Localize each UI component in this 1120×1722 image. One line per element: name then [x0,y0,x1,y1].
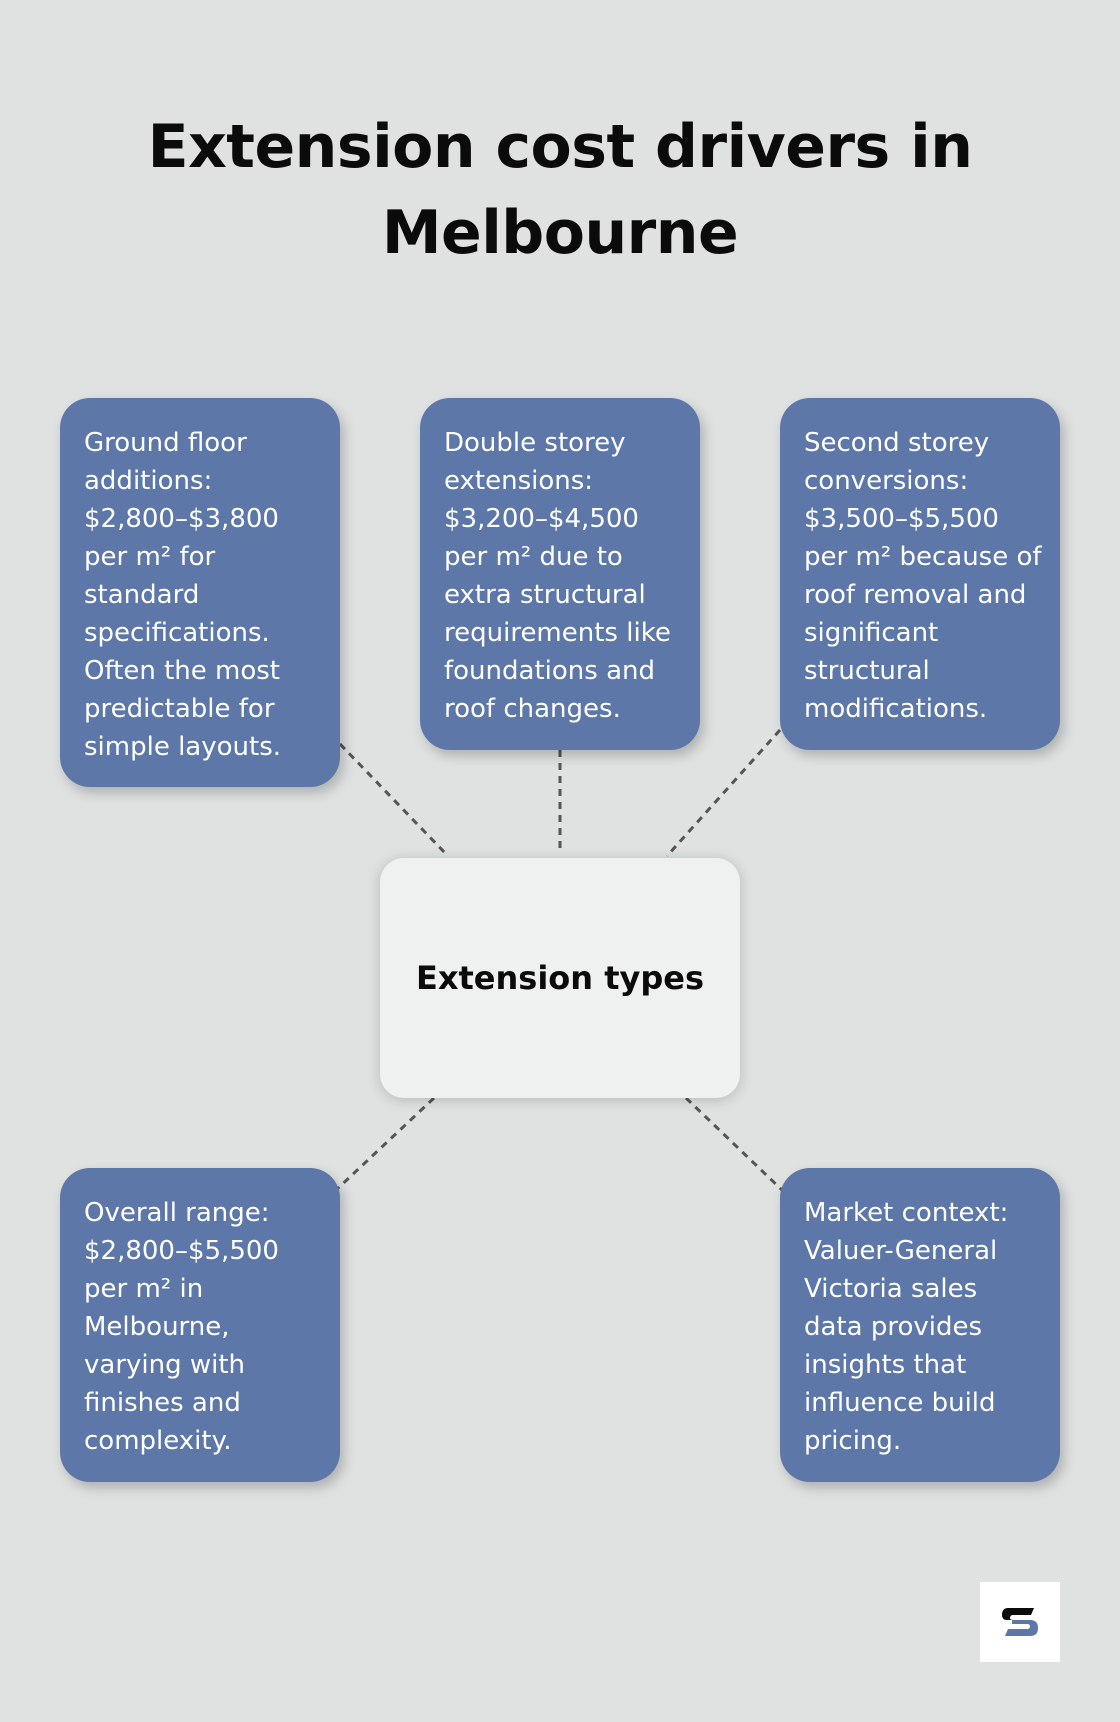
brand-logo [980,1582,1060,1662]
node-double-storey: Double storey extensions: $3,200–$4,500 … [420,398,700,750]
node-text: Ground floor additions: $2,800–$3,800 pe… [84,428,282,762]
node-text: Market context: Valuer-General Victoria … [804,1198,1009,1456]
page-title-line-1: Extension cost drivers in [147,112,973,182]
center-node: Extension types [380,858,740,1098]
connector-market-context [684,1096,785,1193]
node-text: Double storey extensions: $3,200–$4,500 … [444,428,671,724]
page-title-line-2: Melbourne [381,198,739,268]
connector-second-storey [665,728,782,858]
center-node-label: Extension types [415,959,704,997]
node-market-context: Market context: Valuer-General Victoria … [780,1168,1060,1482]
page-title: Extension cost drivers in Melbourne [0,104,1120,276]
node-text: Second storey conversions: $3,500–$5,500… [804,428,1042,724]
node-text: Overall range: $2,800–$5,500 per m² in M… [84,1198,279,1456]
node-ground-floor: Ground floor additions: $2,800–$3,800 pe… [60,398,340,787]
node-overall-range: Overall range: $2,800–$5,500 per m² in M… [60,1168,340,1482]
node-second-storey: Second storey conversions: $3,500–$5,500… [780,398,1060,750]
connector-ground-floor [338,742,450,858]
brand-s-logo-icon [1002,1608,1038,1636]
connector-overall-range [333,1096,436,1193]
